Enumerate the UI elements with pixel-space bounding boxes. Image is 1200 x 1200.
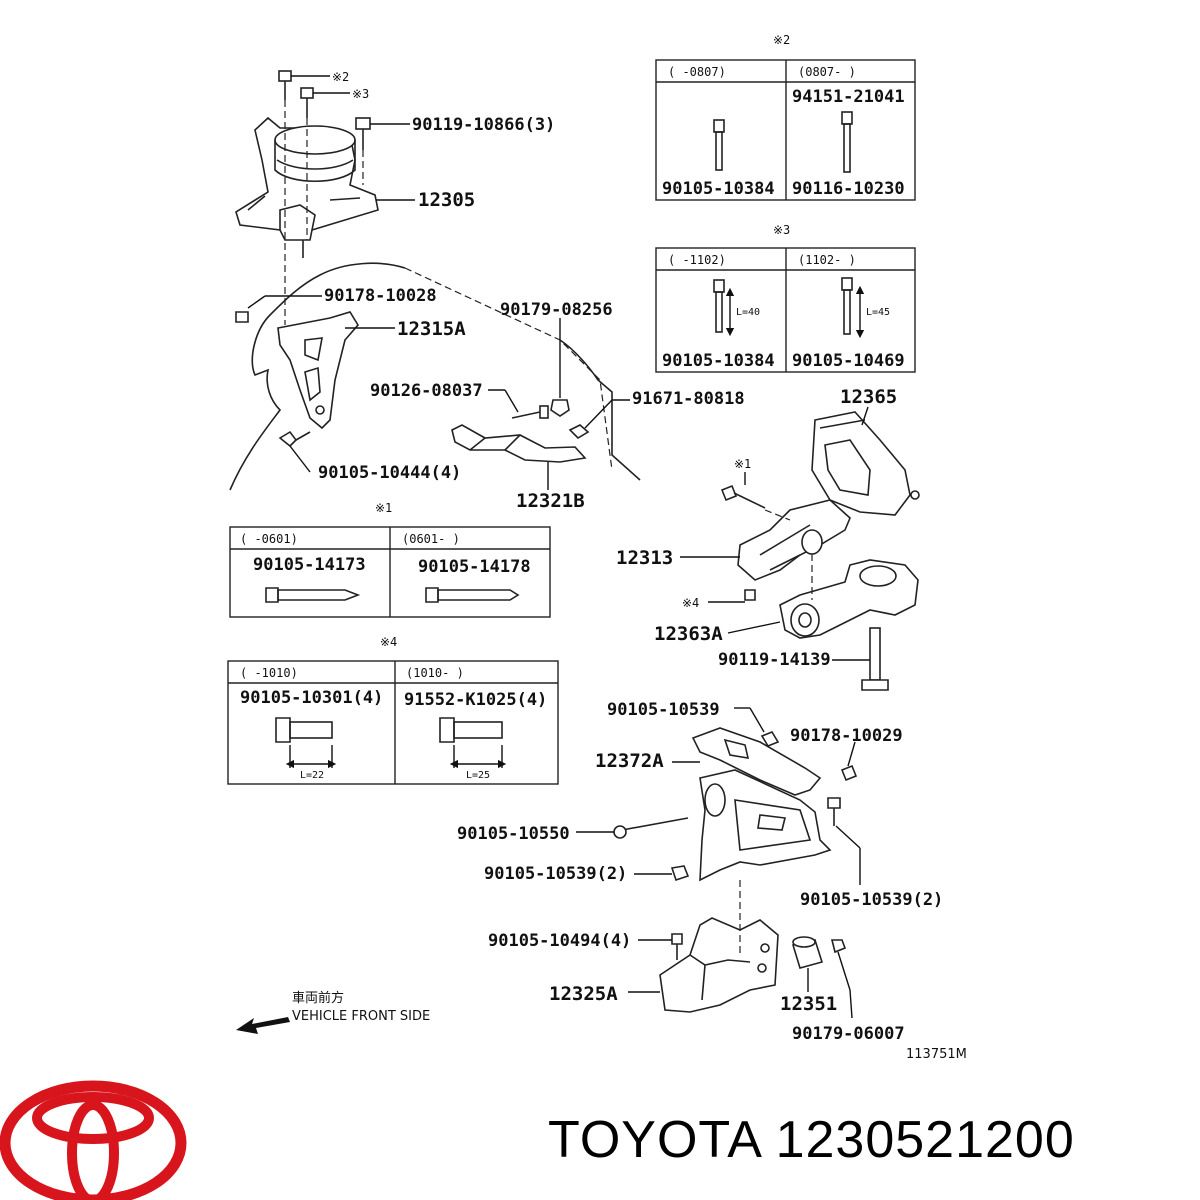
note-mark-2: ※2 [332,70,349,84]
table-3-col1-bottom: 90105-10384 [662,351,775,371]
label-12325A: 12325A [549,983,618,1005]
table-2-col2-bottom: 90116-10230 [792,179,905,199]
table-2-mark: ※2 [773,33,790,47]
label-12363A: 12363A [654,623,723,645]
label-90178-10029: 90178-10029 [790,726,903,746]
table-3-col1-dim: L=40 [736,307,760,318]
table-3-col2-bottom: 90105-10469 [792,351,905,371]
table-2-col1-bottom: 90105-10384 [662,179,775,199]
direction-arrow-icon [236,1017,290,1034]
label-12313: 12313 [616,547,673,569]
label-90179-06007: 90179-06007 [792,1024,905,1044]
direction-english: VEHICLE FRONT SIDE [292,1009,430,1024]
table-2-col2-top: 94151-21041 [792,87,905,107]
bracket-12365 [811,411,920,516]
table-3-col2-dim: L=45 [866,307,890,318]
note-mark-1-ref: ※1 [734,457,751,471]
table-4-col1-dim: L=22 [300,770,324,781]
bracket-12315A [235,311,359,448]
label-90105-10444: 90105-10444(4) [318,463,461,483]
label-90105-10539: 90105-10539 [607,700,720,720]
table-4-col1-head: ( -1010) [240,666,298,680]
label-12372A: 12372A [595,750,664,772]
bracket-12321B [451,399,590,463]
table-4-col2-dim: L=25 [466,770,490,781]
bracket-12325A [659,917,779,1013]
mount-12363A [744,554,919,639]
label-90119-10866: 90119-10866(3) [412,115,555,135]
engine-outline [229,262,641,491]
direction-japanese: 車両前方 [292,990,344,1006]
figure-code: 113751M [906,1047,967,1062]
table-2-col2-head: (0807- ) [798,65,856,79]
table-note-4 [227,660,559,785]
toyota-logo [0,1080,187,1200]
label-12351: 12351 [780,993,837,1015]
label-12321B: 12321B [516,490,585,512]
label-91671-80818: 91671-80818 [632,389,745,409]
label-90105-10539-2b: 90105-10539(2) [800,890,943,910]
note-mark-3: ※3 [352,87,369,101]
bolt-90119-14139 [861,627,889,691]
table-1-col2-head: (0601- ) [402,532,460,546]
brand-part-number: TOYOTA 1230521200 [548,1111,1075,1169]
label-12315A: 12315A [397,318,466,340]
bracket-12372A [613,727,858,882]
label-12365: 12365 [840,386,897,408]
note-mark-4-ref: ※4 [682,596,699,610]
bracket-12313 [720,484,851,581]
table-note-2 [655,59,916,201]
table-3-mark: ※3 [773,223,790,237]
table-4-col2-part: 91552-K1025(4) [404,690,547,710]
table-1-mark: ※1 [375,501,392,515]
table-1-col2-part: 90105-14178 [418,557,531,577]
label-90105-10494: 90105-10494(4) [488,931,631,951]
label-90178-10028: 90178-10028 [324,286,437,306]
label-12305: 12305 [418,189,475,211]
table-note-1 [229,526,551,618]
label-90126-08037: 90126-08037 [370,381,483,401]
label-90179-08256: 90179-08256 [500,300,613,320]
table-note-3 [655,247,916,373]
label-90105-10539-2a: 90105-10539(2) [484,864,627,884]
label-90119-14139: 90119-14139 [718,650,831,670]
table-1-col1-part: 90105-14173 [253,555,366,575]
table-4-mark: ※4 [380,635,397,649]
table-3-col1-head: ( -1102) [668,253,726,267]
table-4-col1-part: 90105-10301(4) [240,688,383,708]
bolt-figure [713,111,853,173]
table-3-col2-head: (1102- ) [798,253,856,267]
label-90105-10550: 90105-10550 [457,824,570,844]
table-4-col2-head: (1010- ) [406,666,464,680]
table-2-col1-head: ( -0807) [668,65,726,79]
bushing-12351 [791,936,847,969]
table-1-col1-head: ( -0601) [240,532,298,546]
